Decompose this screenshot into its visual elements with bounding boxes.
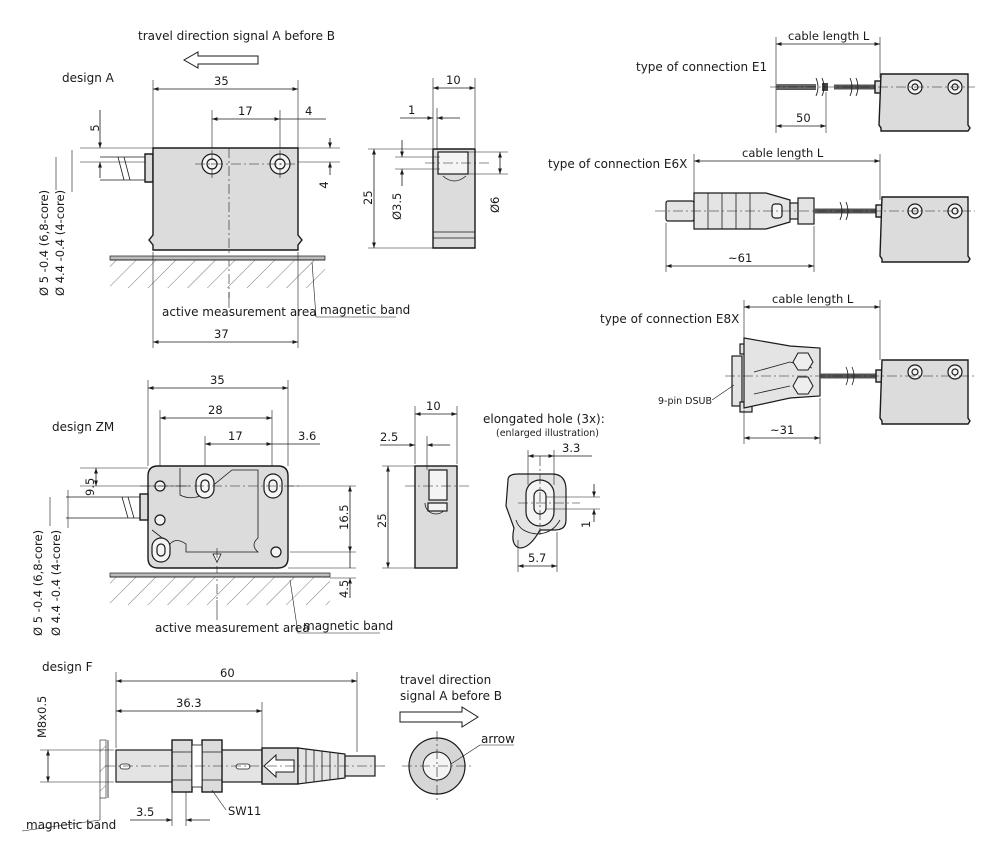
travel-direction-arrow-icon [182,51,259,69]
connection-e6x-title: type of connection E6X [548,157,687,171]
elongated-hole-dim-1: 1 [579,521,593,528]
connection-e8x-cable-length: cable length L [772,292,854,306]
design-zm-dim-28: 28 [208,403,223,417]
design-a-dim-37: 37 [214,327,229,341]
connection-e6x-dim-61: ~61 [728,251,752,265]
connection-e1: type of connection E1 cable length L 50 [636,29,975,133]
design-zm-dim-3-6: 3.6 [298,429,316,443]
elongated-hole-dim-5-7: 5.7 [528,551,546,565]
design-f-travel-direction-2: signal A before B [400,689,502,703]
design-a-dim-25: 25 [361,190,375,205]
design-zm-title: design ZM [52,420,114,434]
design-zm-cable-dia-1: Ø 5 -0.4 (6,8-core) [31,530,45,636]
connection-e6x-cable-length: cable length L [742,146,824,160]
design-f-sw11: SW11 [228,804,261,818]
design-zm-active-area: active measurement area [155,621,310,635]
design-f-dim-36-3: 36.3 [176,696,202,710]
design-zm-dim-35: 35 [210,373,225,387]
design-zm-cable-dia-2: Ø 4.4 -0.4 (4-core) [49,530,63,636]
design-a-dim-6: Ø6 [488,197,502,213]
design-zm: design ZM 35 28 17 3.6 [31,373,470,636]
connection-e8x: type of connection E8X cable length L 9-… [600,292,975,444]
travel-direction-top: travel direction signal A before B [138,29,335,69]
design-zm-dim-4-5: 4.5 [337,580,351,598]
design-a: design A 35 17 4 5 4 [37,71,508,348]
elongated-hole-title: elongated hole (3x): [483,412,605,426]
design-f-title: design F [42,660,93,674]
design-zm-magnetic-band: magnetic band [303,619,393,633]
connection-e1-cable-length: cable length L [788,29,870,43]
design-a-dim-10: 10 [446,73,461,87]
design-a-dim-35: 35 [214,74,229,88]
design-zm-side-dim-10: 10 [426,399,441,413]
design-f-arrow-label: arrow [481,732,515,746]
design-f-dim-m8: M8x0.5 [35,696,49,738]
connection-e8x-title: type of connection E8X [600,312,739,326]
design-zm-dim-16-5: 16.5 [337,504,351,530]
connection-e8x-dsub: 9-pin DSUB [658,396,712,407]
design-a-dim-4a: 4 [305,104,312,118]
design-f-travel-arrow-icon [399,706,479,728]
elongated-hole-subtitle: (enlarged illustration) [496,428,599,439]
design-a-dim-4b: 4 [317,181,331,188]
design-a-dim-5: 5 [88,124,102,131]
design-f-magnetic-band: magnetic band [26,818,116,832]
design-f: design F 60 36.3 [21,660,515,832]
connection-e1-dim-50: 50 [796,111,811,125]
design-a-dim-1: 1 [408,103,415,117]
design-a-magnetic-band: magnetic band [320,303,410,317]
design-zm-side-dim-25: 25 [375,513,389,528]
elongated-hole: elongated hole (3x): (enlarged illustrat… [483,412,605,572]
design-a-cable-dia-2: Ø 4.4 -0.4 (4-core) [53,190,67,296]
connection-e6x: type of connection E6X cable length L ~6… [548,146,975,272]
design-zm-dim-9-5: 9.5 [83,478,97,496]
design-a-title: design A [62,71,115,85]
design-f-dim-60: 60 [220,666,235,680]
design-a-active-area: active measurement area [162,305,317,319]
connection-e8x-dim-31: ~31 [770,423,794,437]
travel-direction-label: travel direction signal A before B [138,29,335,43]
design-f-dim-3-5: 3.5 [136,805,154,819]
design-zm-dim-17: 17 [228,429,243,443]
design-a-dim-17: 17 [238,104,253,118]
design-a-dim-3-5: Ø3.5 [390,193,404,220]
design-a-cable-dia-1: Ø 5 -0.4 (6,8-core) [37,190,51,296]
design-zm-side-dim-2-5: 2.5 [380,430,398,444]
elongated-hole-dim-3-3: 3.3 [562,441,580,455]
connection-e1-title: type of connection E1 [636,60,767,74]
design-f-travel-direction-1: travel direction [400,673,491,687]
